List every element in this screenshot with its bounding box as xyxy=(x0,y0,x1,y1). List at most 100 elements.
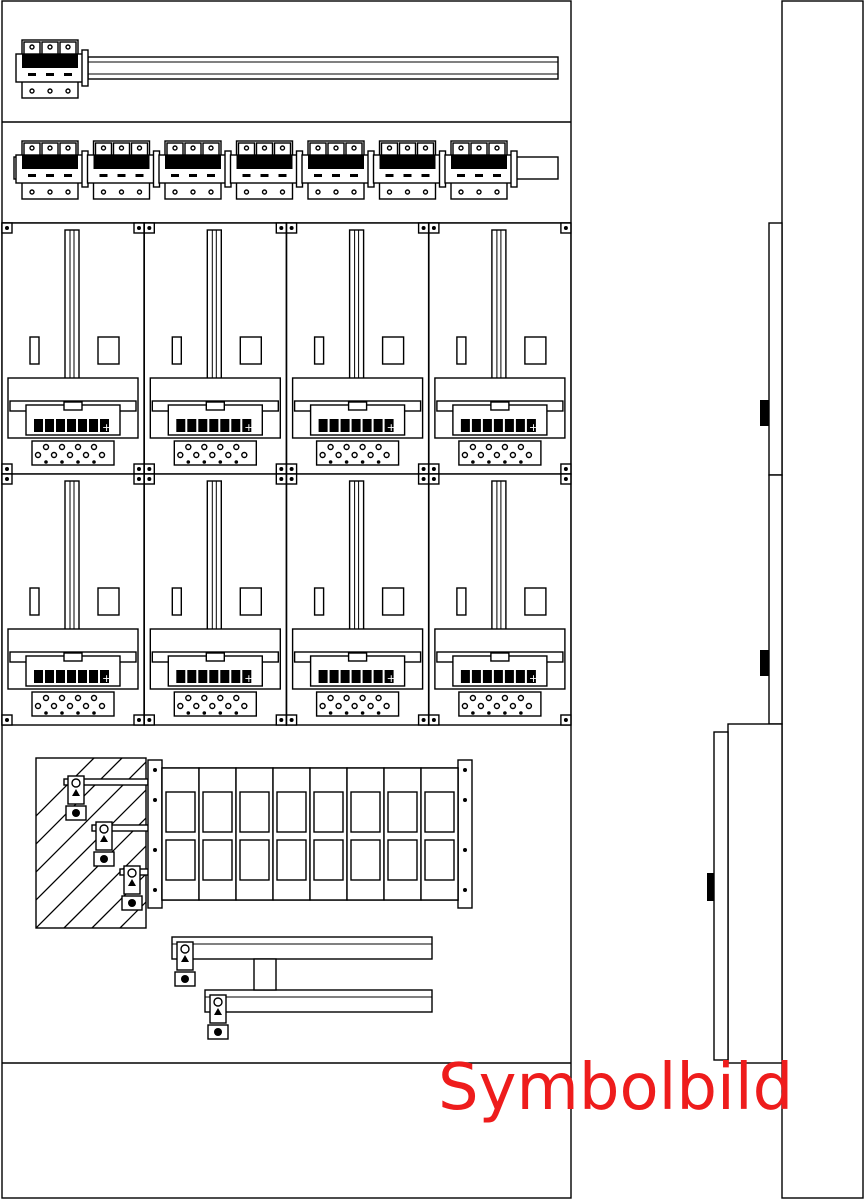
hole xyxy=(327,443,334,451)
hole xyxy=(76,460,80,464)
hole xyxy=(58,694,66,702)
terminal-window xyxy=(202,791,233,833)
screw-icon xyxy=(279,467,284,471)
arrow-icon xyxy=(128,879,136,886)
hole xyxy=(92,460,96,464)
screw-icon xyxy=(118,189,125,195)
hole xyxy=(34,451,42,459)
screw-icon xyxy=(147,226,152,230)
hole xyxy=(58,443,66,451)
terminal xyxy=(362,670,372,683)
terminal xyxy=(100,670,109,683)
screw-icon xyxy=(431,477,436,481)
screw-icon xyxy=(431,718,436,722)
toggle xyxy=(28,174,36,177)
hole xyxy=(319,451,326,459)
screw-icon xyxy=(65,189,71,195)
toggle xyxy=(242,174,251,177)
door-upper xyxy=(768,222,783,476)
hole xyxy=(375,443,382,451)
toggle xyxy=(314,174,322,177)
hole xyxy=(376,711,381,715)
meter-module: + xyxy=(285,222,430,475)
hole xyxy=(503,460,507,464)
hatch-line xyxy=(36,789,146,901)
terminal xyxy=(460,670,470,683)
screw-icon xyxy=(476,145,482,151)
terminal xyxy=(187,419,197,432)
hole xyxy=(185,443,192,451)
terminal xyxy=(504,419,514,432)
screw-icon xyxy=(5,477,9,481)
screw-icon xyxy=(458,145,464,151)
toggle xyxy=(332,174,340,177)
screw-icon xyxy=(118,145,125,151)
hole xyxy=(74,694,82,702)
screw-icon xyxy=(563,226,568,230)
terminal xyxy=(45,670,54,683)
screw-icon xyxy=(463,888,467,892)
toggle xyxy=(64,73,72,76)
screw-icon xyxy=(243,145,250,151)
screw-icon xyxy=(29,145,35,151)
door-middle xyxy=(768,474,783,725)
terminal-window xyxy=(165,839,196,881)
hole xyxy=(360,711,365,715)
arrow-icon xyxy=(181,955,189,962)
clamp-hole xyxy=(127,868,137,878)
hole xyxy=(177,451,184,459)
terminal xyxy=(515,670,525,683)
screw-icon xyxy=(289,477,294,481)
hole xyxy=(60,460,64,464)
hole xyxy=(351,702,358,710)
terminal xyxy=(56,670,65,683)
screw-icon xyxy=(181,975,189,983)
plus-icon: + xyxy=(387,421,396,434)
meter-module: + xyxy=(1,473,145,726)
hatch-line xyxy=(36,758,123,845)
hole xyxy=(519,460,523,464)
hole xyxy=(42,694,50,702)
terminal xyxy=(504,670,514,683)
breaker-band xyxy=(22,155,78,169)
screw-icon xyxy=(261,189,268,195)
hole xyxy=(471,460,475,464)
terminal xyxy=(493,670,503,683)
terminal xyxy=(176,419,186,432)
screw-icon xyxy=(261,145,268,151)
hole xyxy=(92,711,96,715)
screw-icon xyxy=(421,226,426,230)
screw-icon xyxy=(422,189,429,195)
hole xyxy=(50,451,58,459)
terminal xyxy=(209,670,219,683)
plus-icon: + xyxy=(529,672,538,685)
clamp-hole xyxy=(213,997,223,1007)
breaker-group xyxy=(372,140,447,200)
terminal-window xyxy=(276,791,307,833)
hole xyxy=(209,451,216,459)
screw-icon xyxy=(29,189,35,195)
hole xyxy=(44,460,48,464)
terminal xyxy=(318,670,328,683)
hole xyxy=(42,443,50,451)
screw-icon xyxy=(351,189,357,195)
lower-box xyxy=(727,723,783,1064)
hole xyxy=(461,702,469,710)
screw-icon xyxy=(137,467,141,471)
toggle xyxy=(475,174,483,177)
screw-icon xyxy=(279,189,286,195)
screw-icon xyxy=(100,189,107,195)
meter-window xyxy=(381,336,405,365)
hole xyxy=(90,694,98,702)
screw-icon xyxy=(243,189,250,195)
meter-module: + xyxy=(285,473,430,726)
neutral-terminal xyxy=(272,767,311,901)
hole xyxy=(186,460,191,464)
hole xyxy=(82,702,90,710)
din-rail xyxy=(87,56,559,80)
hole xyxy=(359,694,366,702)
terminal xyxy=(220,419,230,432)
screw-icon xyxy=(421,718,426,722)
screw-icon xyxy=(29,88,35,94)
